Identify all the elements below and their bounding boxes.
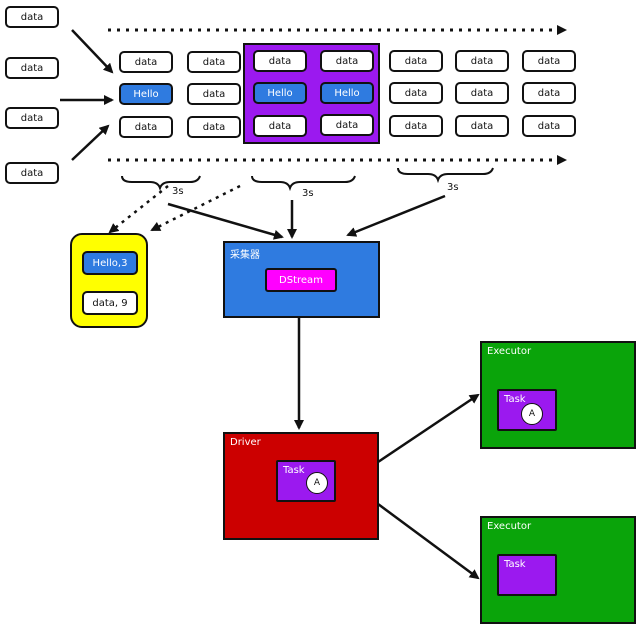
executor-task-label: Task [504,394,526,405]
input-data-box: data [5,107,59,129]
result-arrow [150,184,241,232]
interval-brace [121,175,201,192]
collector-label: 采集器 [230,250,260,261]
stream-data-cell: data [455,82,509,104]
driver-task-badge: A [306,472,328,494]
stream-hello-cell: Hello [253,82,307,104]
interval-brace [251,175,356,192]
stream-data-cell: data [187,51,241,73]
interval-label: 3s [172,186,184,197]
interval-label: 3s [447,182,459,193]
driver-task-label: Task [283,465,305,476]
stream-data-cell: data [389,115,443,137]
interval-brace [397,167,494,184]
stream-hello-cell: Hello [320,82,374,104]
interval-label: 3s [302,188,314,199]
stream-data-cell: data [253,50,307,72]
stream-data-cell: data [119,51,173,73]
executor-task-badge: A [521,403,543,425]
stream-data-cell: data [455,50,509,72]
stream-hello-cell: Hello [119,83,173,105]
result-item: data, 9 [82,291,138,315]
executor-arrow [377,393,480,464]
input-arrow [71,29,114,74]
stream-data-cell: data [455,115,509,137]
executor-label: Executor [487,346,532,357]
executor-task-box: Task [497,554,557,596]
driver-label: Driver [230,437,261,448]
executor-label: Executor [487,521,532,532]
executor-task-label: Task [504,559,526,570]
input-data-box: data [5,6,59,28]
collector-arrow [167,202,284,240]
input-data-box: data [5,57,59,79]
stream-data-cell: data [389,82,443,104]
stream-data-cell: data [253,115,307,137]
dstream-box: DStream [265,268,337,292]
stream-data-cell: data [522,115,576,137]
stream-data-cell: data [320,114,374,136]
collector-arrow [346,194,446,237]
stream-data-cell: data [187,116,241,138]
input-data-box: data [5,162,59,184]
stream-data-cell: data [320,50,374,72]
stream-data-cell: data [389,50,443,72]
stream-data-cell: data [119,116,173,138]
stream-data-cell: data [187,83,241,105]
result-item: Hello,3 [82,251,138,275]
stream-data-cell: data [522,50,576,72]
stream-data-cell: data [522,82,576,104]
executor-arrow [377,502,480,580]
input-arrow [71,124,110,161]
